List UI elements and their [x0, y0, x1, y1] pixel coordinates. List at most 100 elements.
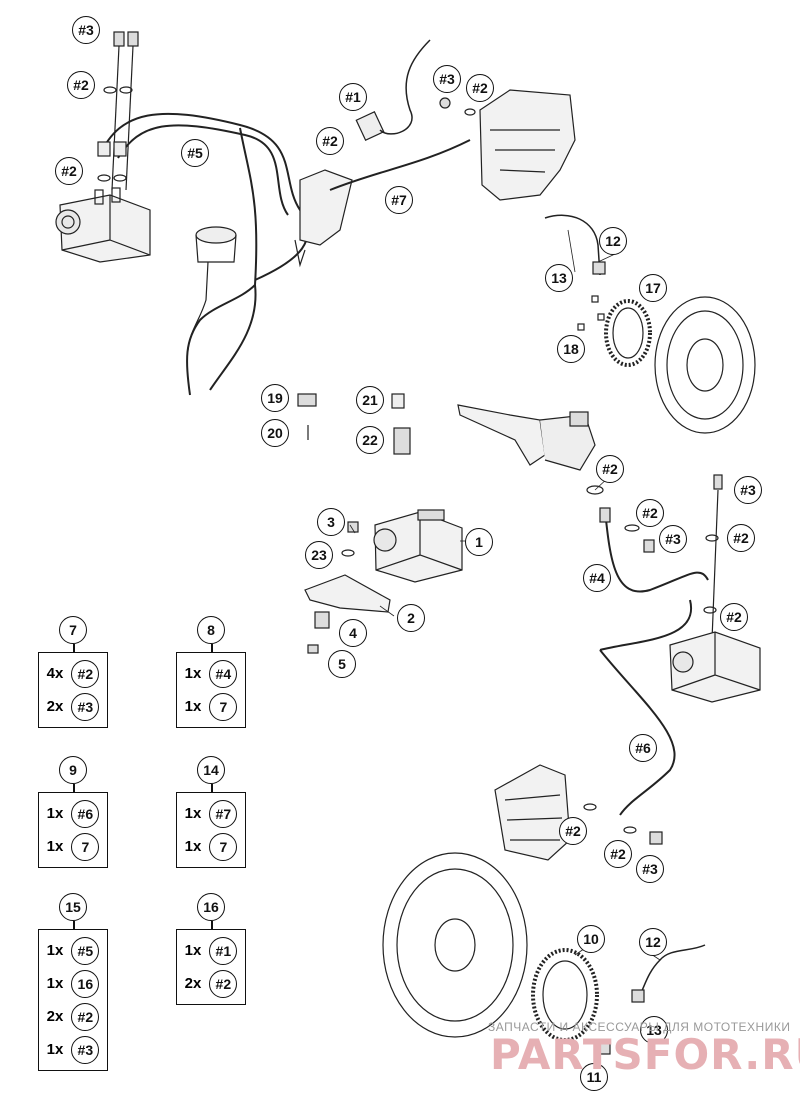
kit-ref: #6: [71, 799, 100, 828]
rear-brake-caliper: [439, 89, 576, 201]
callout-h3e: #3: [636, 855, 664, 883]
kit-qty: 1x: [184, 698, 202, 715]
kit-qty: 1x: [46, 942, 64, 959]
rear-screws: [577, 295, 605, 331]
kit-qty: 1x: [184, 838, 202, 855]
callout-h3a: #3: [72, 16, 100, 44]
callout-h7: #7: [385, 186, 413, 214]
brake-fluid-reservoir: [187, 226, 237, 351]
kit-ref: #5: [71, 936, 100, 965]
kit-row: 1x#1: [177, 934, 245, 967]
callout-h2j: #2: [604, 840, 632, 868]
callout-n3: 3: [317, 508, 345, 536]
callout-n12a: 12: [599, 227, 627, 255]
callout-n13a: 13: [545, 264, 573, 292]
abs-unit-right: [669, 631, 761, 703]
bolt-3: [347, 521, 359, 533]
kit-ref: #1: [209, 936, 238, 965]
rear-tone-ring: [604, 299, 652, 367]
callout-h4: #4: [583, 564, 611, 592]
callout-n19: 19: [261, 384, 289, 412]
callout-n23: 23: [305, 541, 333, 569]
kit-qty: 1x: [46, 1041, 64, 1058]
kit-row: 2x #3: [39, 690, 107, 723]
kit-row: 1x 7: [177, 690, 245, 723]
callout-n18: 18: [557, 335, 585, 363]
kit-ref: #4: [209, 659, 238, 688]
kit-ref: 7: [209, 832, 238, 861]
kit-number: 15: [59, 893, 87, 921]
kit-ref: #2: [71, 1002, 100, 1031]
kit-row: 2x#2: [177, 967, 245, 1000]
callout-h5: #5: [181, 139, 209, 167]
front-fittings: [586, 474, 723, 641]
abs-unit-top-left: [55, 187, 151, 263]
callout-n1: 1: [465, 528, 493, 556]
kit-qty: 2x: [46, 1008, 64, 1025]
callout-n4: 4: [339, 619, 367, 647]
kit-row: 1x #3: [39, 1033, 107, 1066]
rear-wheel-sensor: [544, 214, 601, 276]
kit-qty: 1x: [184, 805, 202, 822]
kit-row: 1x#7: [177, 797, 245, 830]
rear-brake-disc: [654, 296, 756, 434]
callout-h2d: #2: [466, 74, 494, 102]
kit-ref: 7: [71, 832, 100, 861]
damper: [314, 611, 330, 629]
watermark-logo: PARTSFOR.RU: [490, 1030, 800, 1079]
kit-number: 14: [197, 756, 225, 784]
kit-qty: 2x: [184, 975, 202, 992]
callout-n5: 5: [328, 650, 356, 678]
front-brake-lines: [599, 509, 709, 816]
kit-number: 7: [59, 616, 87, 644]
callout-h2f: #2: [636, 499, 664, 527]
front-brake-lever: [457, 404, 596, 471]
front-brake-disc: [382, 852, 528, 1038]
callout-n11: 11: [580, 1063, 608, 1091]
kit-qty: 1x: [184, 665, 202, 682]
sensor-cable-7: [379, 39, 431, 135]
kit-row: 1x 7: [39, 830, 107, 863]
callout-n21: 21: [356, 386, 384, 414]
callout-n13b: 13: [640, 1016, 668, 1044]
front-tone-ring: [531, 948, 599, 1042]
rear-master-cylinder: [294, 111, 385, 268]
kit-row: 1x #5: [39, 934, 107, 967]
abs-bracket: [304, 574, 391, 613]
callout-h2h: #2: [720, 603, 748, 631]
kit-row: 1x 7: [177, 830, 245, 863]
kit-qty: 1x: [46, 805, 64, 822]
kit-row: 1x #6: [39, 797, 107, 830]
callout-n10: 10: [577, 925, 605, 953]
kit-ref: 7: [209, 692, 238, 721]
callout-h3b: #3: [433, 65, 461, 93]
callout-h3c: #3: [734, 476, 762, 504]
callout-n22: 22: [356, 426, 384, 454]
kit-number: 9: [59, 756, 87, 784]
callout-n20: 20: [261, 419, 289, 447]
kit-qty: 1x: [46, 838, 64, 855]
callout-h2b: #2: [55, 157, 83, 185]
callout-h2i: #2: [559, 817, 587, 845]
callout-h3d: #3: [659, 525, 687, 553]
callout-n17: 17: [639, 274, 667, 302]
nut: [307, 644, 319, 654]
kit-number: 16: [197, 893, 225, 921]
callout-h6: #6: [629, 734, 657, 762]
kit-qty: 4x: [46, 665, 64, 682]
kit-ref: #3: [71, 1035, 100, 1064]
watermark-tagline: ЗАПЧАСТИ И АКСЕССУАРЫ ДЛЯ МОТОТЕХНИКИ: [488, 1020, 791, 1034]
kit-number: 8: [197, 616, 225, 644]
kit-ref: #3: [71, 692, 100, 721]
callout-h2g: #2: [727, 524, 755, 552]
bolts-top-left: [97, 31, 139, 191]
kit-qty: 2x: [46, 698, 64, 715]
abs-unit-center: [373, 509, 463, 583]
callout-h2c: #2: [316, 127, 344, 155]
kit-row: 2x #2: [39, 1000, 107, 1033]
front-brake-caliper: [494, 764, 663, 861]
kit-qty: 1x: [46, 975, 64, 992]
small-parts: [297, 393, 411, 455]
